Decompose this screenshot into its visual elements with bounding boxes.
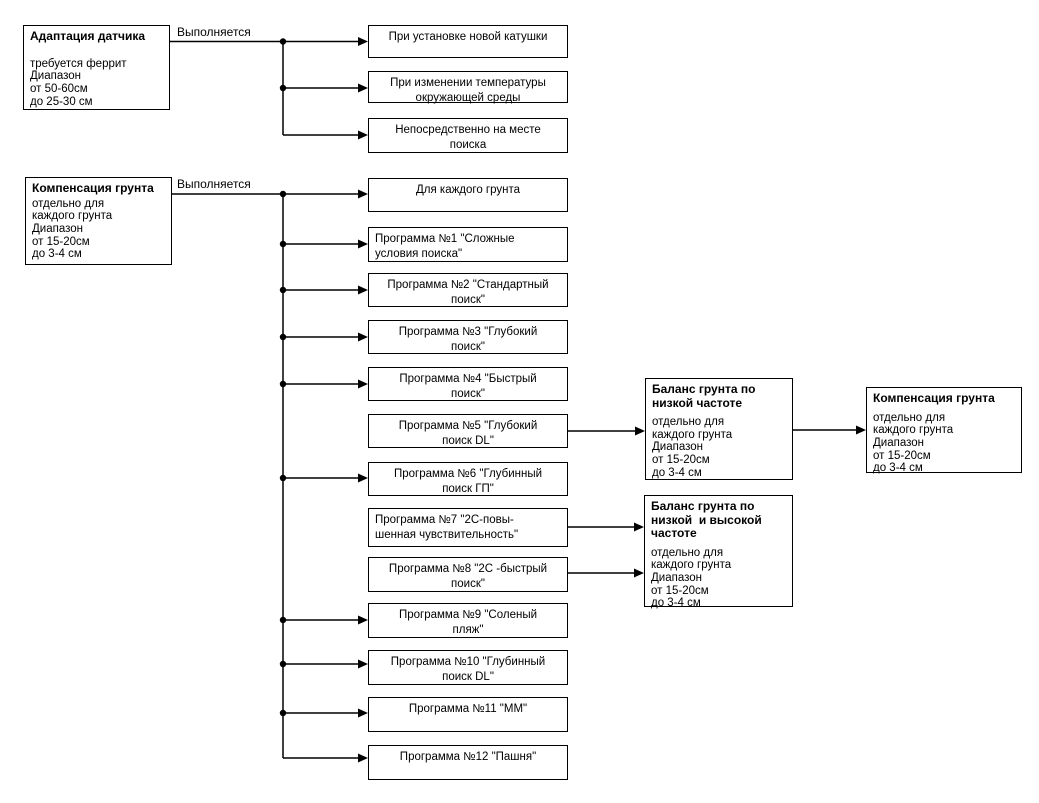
program-box-12: Программа №12 "Пашня" (368, 745, 568, 780)
adaptation-target-new-coil: При установке новой катушки (368, 25, 568, 58)
program-box-4: Программа №4 "Быстрый поиск" (368, 367, 568, 401)
program-box-9: Программа №9 "Соленый пляж" (368, 603, 568, 638)
ground-source-box: Компенсация грунта отдельно для каждого … (25, 177, 172, 265)
program-box-3: Программа №3 "Глубокий поиск" (368, 320, 568, 354)
ground-title: Компенсация грунта (32, 181, 154, 195)
junction-dots (279, 38, 287, 717)
balance-low-high-frequency-box: Баланс грунта по низкой и высокой частот… (644, 495, 793, 609)
program-box-every-ground: Для каждого грунта (368, 178, 568, 212)
program-box-7: Программа №7 "2С-повы- шенная чувствител… (368, 508, 568, 547)
balance-low-frequency-box: Баланс грунта по низкой частоте отдельно… (645, 378, 793, 480)
program-box-1: Программа №1 "Сложные условия поиска" (368, 227, 568, 262)
compensation-result-body: отдельно для каждого грунта Диапазон от … (873, 411, 954, 475)
compensation-result-box: Компенсация грунта отдельно для каждого … (866, 387, 1022, 475)
adaptation-edge-label: Выполняется (177, 25, 251, 39)
ground-edge-label: Выполняется (177, 177, 251, 191)
balance-low-title: Баланс грунта по низкой частоте (652, 382, 756, 410)
adaptation-target-temperature: При изменении температуры окружающей сре… (368, 71, 568, 104)
adaptation-body: требуется феррит Диапазон от 50-60см до … (30, 57, 127, 108)
ground-body: отдельно для каждого грунта Диапазон от … (32, 197, 113, 261)
program-box-8: Программа №8 "2С -быстрый поиск" (368, 557, 568, 592)
compensation-result-title: Компенсация грунта (873, 391, 995, 405)
program-box-10: Программа №10 "Глубинный поиск DL" (368, 650, 568, 685)
balance-low-high-title: Баланс грунта по низкой и высокой частот… (651, 499, 762, 540)
program-box-2: Программа №2 "Стандартный поиск" (368, 273, 568, 307)
program-box-11: Программа №11 "ММ" (368, 697, 568, 732)
program-box-5: Программа №5 "Глубокий поиск DL" (368, 414, 568, 448)
balance-low-high-body: отдельно для каждого грунта Диапазон от … (651, 546, 732, 610)
adaptation-title: Адаптация датчика (30, 29, 146, 43)
program-box-6: Программа №6 "Глубинный поиск ГП" (368, 462, 568, 496)
adaptation-target-on-site: Непосредственно на месте поиска (368, 118, 568, 153)
balance-low-body: отдельно для каждого грунта Диапазон от … (652, 416, 733, 479)
adaptation-source-box: Адаптация датчика требуется феррит Диапа… (23, 25, 170, 110)
